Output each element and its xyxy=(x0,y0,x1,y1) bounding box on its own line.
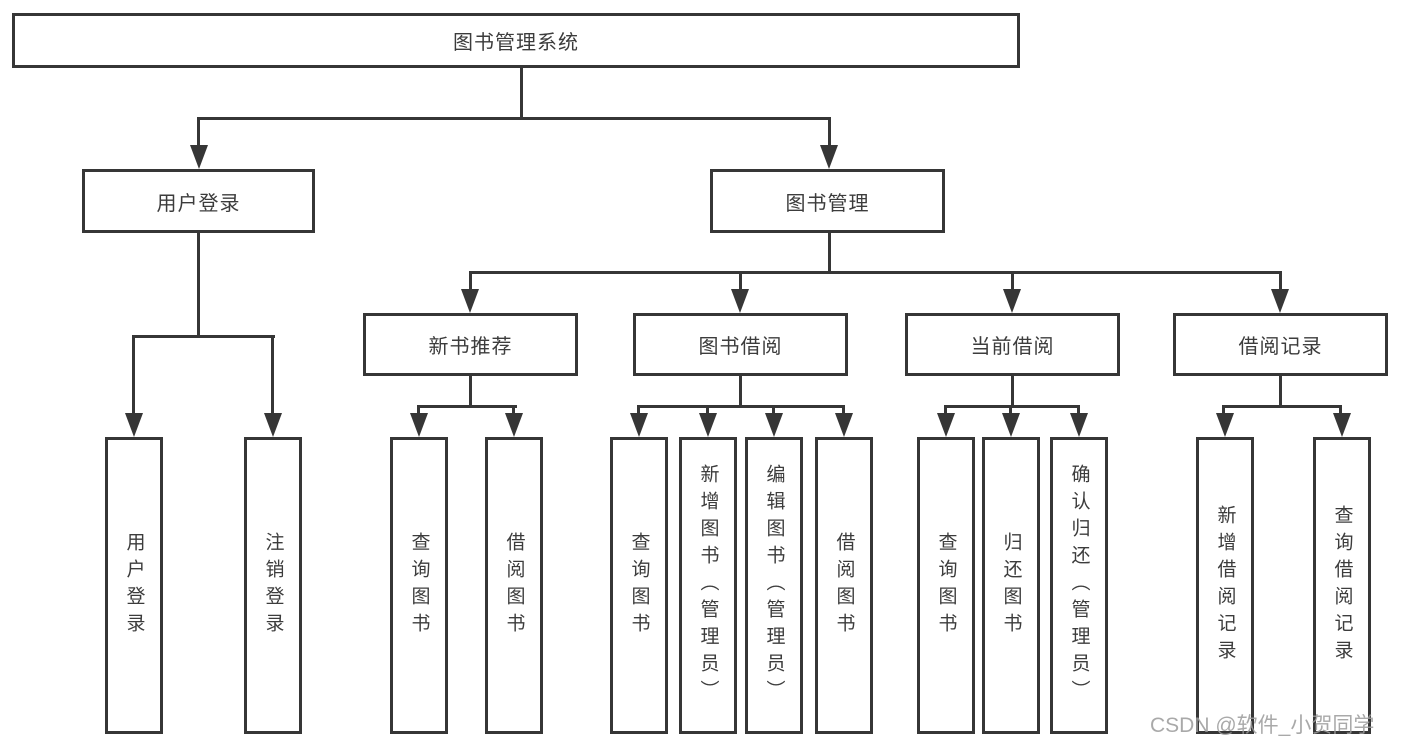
arrowhead-to-current-borrow xyxy=(1003,289,1021,313)
connector-to-leaf-login-stem xyxy=(132,335,135,415)
node-new-book-recommend: 新书推荐 xyxy=(363,313,578,376)
leaf-add-book-admin: 新增图书（管理员） xyxy=(679,437,737,734)
connector-root-stem xyxy=(520,68,523,117)
connector-cb-leaf1-stem xyxy=(944,405,947,417)
node-borrow-record-label: 借阅记录 xyxy=(1238,336,1323,358)
arrowhead-nb-leaf1 xyxy=(410,413,428,437)
arrowhead-bb-leaf2 xyxy=(699,413,717,437)
connector-new-book-hbar xyxy=(417,405,517,408)
connector-bb-leaf2-stem xyxy=(706,405,709,417)
arrowhead-br-leaf1 xyxy=(1216,413,1234,437)
connector-to-user-login-stem xyxy=(197,117,200,148)
arrowhead-bb-leaf1 xyxy=(630,413,648,437)
arrowhead-br-leaf2 xyxy=(1333,413,1351,437)
leaf-edit-book-admin: 编辑图书（管理员） xyxy=(745,437,803,734)
arrowhead-to-borrow-record xyxy=(1271,289,1289,313)
leaf-query-books-recommend-label: 查询图书 xyxy=(408,531,430,640)
node-current-borrow-label: 当前借阅 xyxy=(970,336,1055,358)
connector-to-new-book-stem xyxy=(469,271,472,291)
connector-cb-leaf2-stem xyxy=(1009,405,1012,417)
leaf-add-borrow-record-label: 新增借阅记录 xyxy=(1214,504,1236,667)
connector-book-management-hbar xyxy=(469,271,1282,274)
leaf-borrow-books-recommend-label: 借阅图书 xyxy=(503,531,525,640)
node-new-book-recommend-label: 新书推荐 xyxy=(428,336,513,358)
leaf-add-book-admin-label: 新增图书（管理员） xyxy=(697,464,719,707)
leaf-query-books-current: 查询图书 xyxy=(917,437,975,734)
leaf-edit-book-admin-label: 编辑图书（管理员） xyxy=(763,464,785,707)
leaf-user-login: 用户登录 xyxy=(105,437,163,734)
leaf-add-borrow-record: 新增借阅记录 xyxy=(1196,437,1254,734)
connector-bb-leaf1-stem xyxy=(637,405,640,417)
leaf-query-borrow-record-label: 查询借阅记录 xyxy=(1331,504,1353,667)
leaf-query-books-borrow-label: 查询图书 xyxy=(628,531,650,640)
leaf-query-books-recommend: 查询图书 xyxy=(390,437,448,734)
connector-to-book-borrow-stem xyxy=(739,271,742,291)
node-root-label: 图书管理系统 xyxy=(453,32,579,54)
node-book-management-label: 图书管理 xyxy=(785,192,870,215)
arrowhead-cb-leaf2 xyxy=(1002,413,1020,437)
leaf-logout: 注销登录 xyxy=(244,437,302,734)
connector-to-borrow-record-stem xyxy=(1279,271,1282,291)
connector-book-borrow-hbar xyxy=(637,405,845,408)
node-current-borrow: 当前借阅 xyxy=(905,313,1120,376)
connector-to-book-management-stem xyxy=(828,117,831,148)
arrowhead-cb-leaf3 xyxy=(1070,413,1088,437)
node-root: 图书管理系统 xyxy=(12,13,1020,68)
leaf-user-login-label: 用户登录 xyxy=(123,531,145,640)
arrowhead-to-user-login xyxy=(190,145,208,169)
connector-user-login-stem xyxy=(197,233,200,335)
leaf-confirm-return-admin: 确认归还（管理员） xyxy=(1050,437,1108,734)
connector-to-current-borrow-stem xyxy=(1011,271,1014,291)
connector-user-login-hbar xyxy=(132,335,275,338)
connector-br-leaf1-stem xyxy=(1222,405,1225,417)
connector-nb-leaf1-stem xyxy=(417,405,420,417)
node-borrow-record: 借阅记录 xyxy=(1173,313,1388,376)
node-user-login-label: 用户登录 xyxy=(156,192,241,215)
connector-nb-leaf2-stem xyxy=(512,405,515,417)
connector-current-borrow-stem2 xyxy=(1011,376,1014,406)
arrowhead-to-new-book xyxy=(461,289,479,313)
arrowhead-bb-leaf4 xyxy=(835,413,853,437)
arrowhead-to-book-management xyxy=(820,145,838,169)
leaf-borrow-books-recommend: 借阅图书 xyxy=(485,437,543,734)
arrowhead-nb-leaf2 xyxy=(505,413,523,437)
leaf-logout-label: 注销登录 xyxy=(262,531,284,640)
connector-current-borrow-hbar xyxy=(944,405,1080,408)
csdn-watermark: CSDN @软件_小贺同学 xyxy=(1150,714,1375,737)
arrowhead-to-book-borrow xyxy=(731,289,749,313)
leaf-query-borrow-record: 查询借阅记录 xyxy=(1313,437,1371,734)
connector-book-borrow-stem2 xyxy=(739,376,742,406)
leaf-return-book: 归还图书 xyxy=(982,437,1040,734)
connector-new-book-stem xyxy=(469,376,472,407)
connector-borrow-record-hbar xyxy=(1222,405,1342,408)
connector-br-leaf2-stem xyxy=(1339,405,1342,417)
node-book-management: 图书管理 xyxy=(710,169,945,233)
connector-bb-leaf4-stem xyxy=(842,405,845,417)
node-book-borrow-label: 图书借阅 xyxy=(698,336,783,358)
connector-cb-leaf3-stem xyxy=(1077,405,1080,417)
arrowhead-to-leaf-logout xyxy=(264,413,282,437)
connector-root-hbar xyxy=(197,117,831,120)
leaf-query-books-current-label: 查询图书 xyxy=(935,531,957,640)
leaf-query-books-borrow: 查询图书 xyxy=(610,437,668,734)
connector-to-leaf-logout-stem xyxy=(271,335,274,415)
leaf-confirm-return-admin-label: 确认归还（管理员） xyxy=(1068,464,1090,707)
leaf-return-book-label: 归还图书 xyxy=(1000,531,1022,640)
arrowhead-bb-leaf3 xyxy=(765,413,783,437)
connector-borrow-record-stem2 xyxy=(1279,376,1282,406)
leaf-borrow-books: 借阅图书 xyxy=(815,437,873,734)
connector-bb-leaf3-stem xyxy=(772,405,775,417)
leaf-borrow-books-label: 借阅图书 xyxy=(833,531,855,640)
arrowhead-to-leaf-login xyxy=(125,413,143,437)
node-user-login: 用户登录 xyxy=(82,169,315,233)
connector-book-management-stem xyxy=(828,233,831,274)
node-book-borrow: 图书借阅 xyxy=(633,313,848,376)
arrowhead-cb-leaf1 xyxy=(937,413,955,437)
